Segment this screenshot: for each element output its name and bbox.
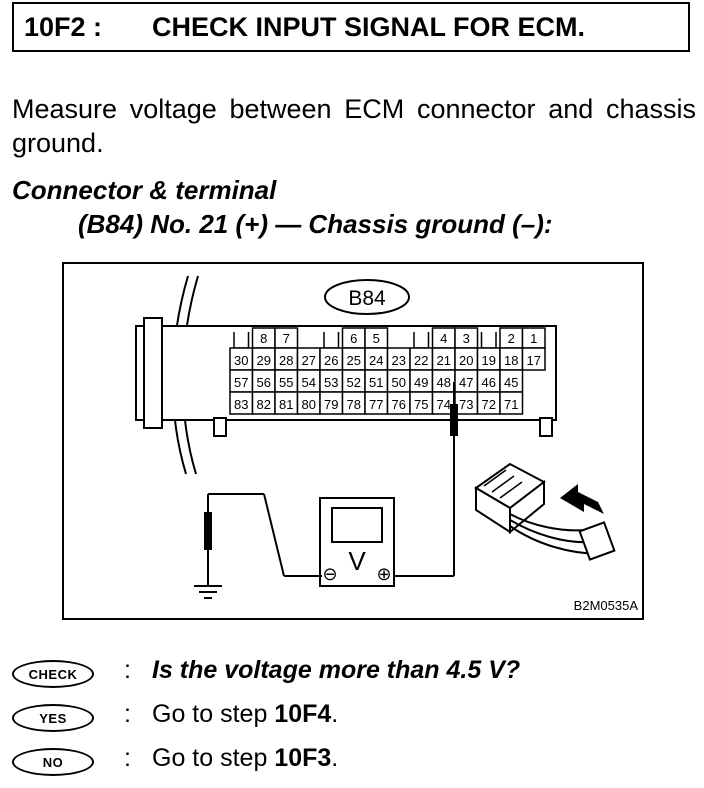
terminal-number: 6 xyxy=(350,331,357,346)
terminal-number: 21 xyxy=(437,353,451,368)
terminal-number: 46 xyxy=(482,375,496,390)
terminal-cell xyxy=(521,347,546,371)
terminal-number: 48 xyxy=(437,375,451,390)
figure-id: B2M0535A xyxy=(574,598,639,613)
chassis-ground-icon xyxy=(194,585,222,599)
terminal-number: 56 xyxy=(257,375,271,390)
probe-negative xyxy=(204,512,212,550)
terminal-number: 47 xyxy=(459,375,473,390)
no-prefix: Go to step xyxy=(152,744,275,772)
qa-colon: : xyxy=(124,700,131,728)
terminal-number: 3 xyxy=(463,331,470,346)
terminal-number: 20 xyxy=(459,353,473,368)
terminal-number: 76 xyxy=(392,397,406,412)
terminal-number: 5 xyxy=(373,331,380,346)
no-action: Go to step 10F3. xyxy=(152,744,338,773)
terminal-number: 77 xyxy=(369,397,383,412)
connector-foot xyxy=(539,417,553,437)
terminal-number: 2 xyxy=(508,331,515,346)
no-step[interactable]: 10F3 xyxy=(274,744,332,772)
terminal-number: 4 xyxy=(440,331,447,346)
terminal-cell xyxy=(499,391,524,415)
terminal-number: 57 xyxy=(234,375,248,390)
terminal-number: 51 xyxy=(369,375,383,390)
probe-positive xyxy=(450,404,458,436)
terminal-number: 27 xyxy=(302,353,316,368)
probe-wire-negative xyxy=(263,493,285,577)
connector-illustration-icon xyxy=(474,462,616,561)
qa-no-row: NO : Go to step 10F3. xyxy=(0,744,704,784)
yes-action: Go to step 10F4. xyxy=(152,700,338,729)
connector-heading: Connector & terminal xyxy=(12,175,277,205)
terminal-number: 82 xyxy=(257,397,271,412)
terminal-number: 78 xyxy=(347,397,361,412)
connector-label-ellipse xyxy=(324,279,410,315)
yes-badge: YES xyxy=(12,704,94,732)
terminal-number: 1 xyxy=(530,331,537,346)
terminal-number: 28 xyxy=(279,353,293,368)
check-question: Is the voltage more than 4.5 V? xyxy=(152,656,521,684)
terminal-number: 29 xyxy=(257,353,271,368)
step-code: 10F2 : xyxy=(24,11,103,42)
yes-suffix: . xyxy=(331,700,339,728)
terminal-number: 71 xyxy=(504,397,518,412)
terminal-number: 22 xyxy=(414,353,428,368)
terminal-number: 83 xyxy=(234,397,248,412)
terminal-number: 49 xyxy=(414,375,428,390)
connector-foot xyxy=(213,417,227,437)
terminal-number: 45 xyxy=(504,375,518,390)
terminal-number: 73 xyxy=(459,397,473,412)
terminal-number: 79 xyxy=(324,397,338,412)
qa-colon: : xyxy=(124,744,131,772)
terminal-number: 54 xyxy=(302,375,316,390)
no-suffix: . xyxy=(331,744,339,772)
step-header: 10F2 : CHECK INPUT SIGNAL FOR ECM. xyxy=(12,2,690,52)
terminal-number: 80 xyxy=(302,397,316,412)
terminal-number: 50 xyxy=(392,375,406,390)
terminal-number: 17 xyxy=(527,353,541,368)
voltmeter-negative-terminal: ⊖ xyxy=(322,564,337,585)
step-title: CHECK INPUT SIGNAL FOR ECM. xyxy=(152,11,586,42)
connector-left-latch xyxy=(143,317,163,429)
terminal-number: 25 xyxy=(347,353,361,368)
terminal-number: 81 xyxy=(279,397,293,412)
yes-step[interactable]: 10F4 xyxy=(274,700,332,728)
terminal-number: 19 xyxy=(482,353,496,368)
qa-check-row: CHECK : Is the voltage more than 4.5 V? xyxy=(0,656,704,696)
no-badge: NO xyxy=(12,748,94,776)
connector-label: B84 xyxy=(348,287,386,310)
qa-yes-row: YES : Go to step 10F4. xyxy=(0,700,704,740)
voltmeter-display xyxy=(331,507,383,543)
instruction-text: Measure voltage between ECM connector an… xyxy=(12,94,696,158)
terminal-number: 18 xyxy=(504,353,518,368)
terminal-number: 26 xyxy=(324,353,338,368)
terminal-number: 53 xyxy=(324,375,338,390)
terminal-number: 7 xyxy=(283,331,290,346)
terminal-number: 72 xyxy=(482,397,496,412)
terminal-number: 24 xyxy=(369,353,383,368)
terminal-number: 8 xyxy=(260,331,267,346)
qa-colon: : xyxy=(124,656,131,684)
connector-spec: (B84) No. 21 (+) — Chassis ground (–): xyxy=(78,209,553,239)
insertion-arrow-icon xyxy=(560,484,604,514)
voltmeter-symbol: V xyxy=(348,546,366,576)
voltmeter-positive-terminal: ⊕ xyxy=(376,564,391,585)
terminal-number: 52 xyxy=(347,375,361,390)
yes-prefix: Go to step xyxy=(152,700,275,728)
terminal-number: 55 xyxy=(279,375,293,390)
terminal-number: 30 xyxy=(234,353,248,368)
check-badge: CHECK xyxy=(12,660,94,688)
terminal-number: 75 xyxy=(414,397,428,412)
terminal-number: 74 xyxy=(437,397,451,412)
terminal-number: 23 xyxy=(392,353,406,368)
